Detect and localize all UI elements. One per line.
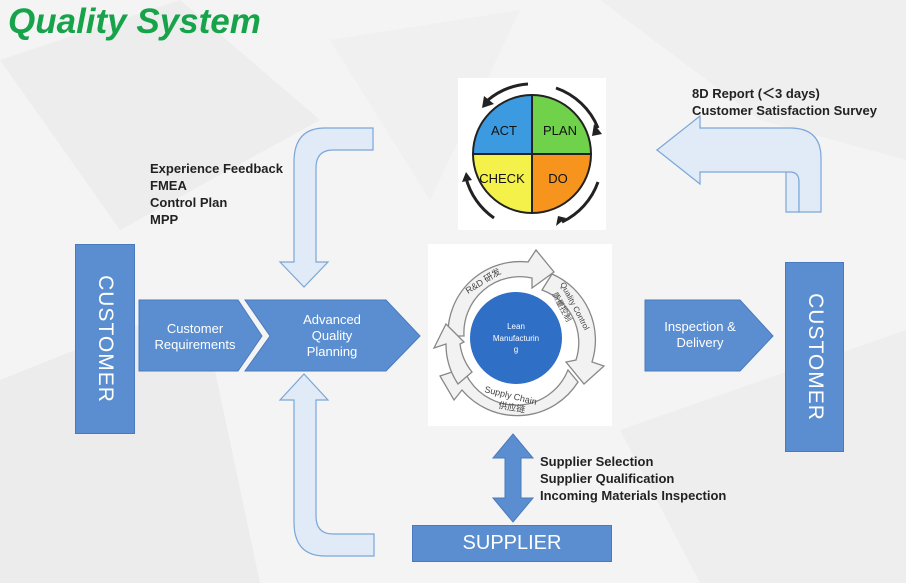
- customer-right-box: CUSTOMER: [785, 262, 844, 452]
- supplier-box: SUPPLIER: [412, 525, 612, 562]
- lean-center-3: g: [514, 345, 518, 354]
- pdca-plan: PLAN: [543, 123, 577, 138]
- lean-center-2: Manufacturin: [493, 334, 539, 343]
- aqp-label: Advanced Quality Planning: [303, 312, 361, 359]
- customer-requirements-label: Customer Requirements: [154, 321, 236, 352]
- pdca-cycle: ACT PLAN CHECK DO: [458, 78, 606, 230]
- lean-cycle: Lean Manufacturin g R&D 研发 Quality Contr…: [428, 244, 612, 426]
- pdca-act: ACT: [491, 123, 517, 138]
- lean-center-1: Lean: [507, 322, 525, 331]
- customer-right-label: CUSTOMER: [803, 293, 827, 421]
- page-title: Quality System: [8, 2, 261, 41]
- feedback-u-arrow: [278, 127, 374, 288]
- supplier-double-arrow: [491, 433, 535, 523]
- customer-requirements-arrow: [138, 299, 263, 372]
- lean-supply-chain-cn: 供应链: [498, 399, 527, 415]
- pdca-do: DO: [548, 171, 568, 186]
- inspection-arrow: [644, 299, 774, 372]
- report-list: 8D Report (＜3 days) Customer Satisfactio…: [692, 86, 877, 118]
- supplier-list: Supplier Selection Supplier Qualificatio…: [540, 454, 727, 503]
- supplier-u-arrow: [278, 373, 375, 557]
- inspection-label: Inspection & Delivery: [664, 319, 736, 350]
- aqp-arrow: [244, 299, 421, 372]
- customer-left-label: CUSTOMER: [94, 275, 118, 403]
- customer-left-box: CUSTOMER: [75, 244, 135, 434]
- pdca-check: CHECK: [479, 171, 525, 186]
- feedback-list: Experience Feedback FMEA Control Plan MP…: [150, 161, 283, 227]
